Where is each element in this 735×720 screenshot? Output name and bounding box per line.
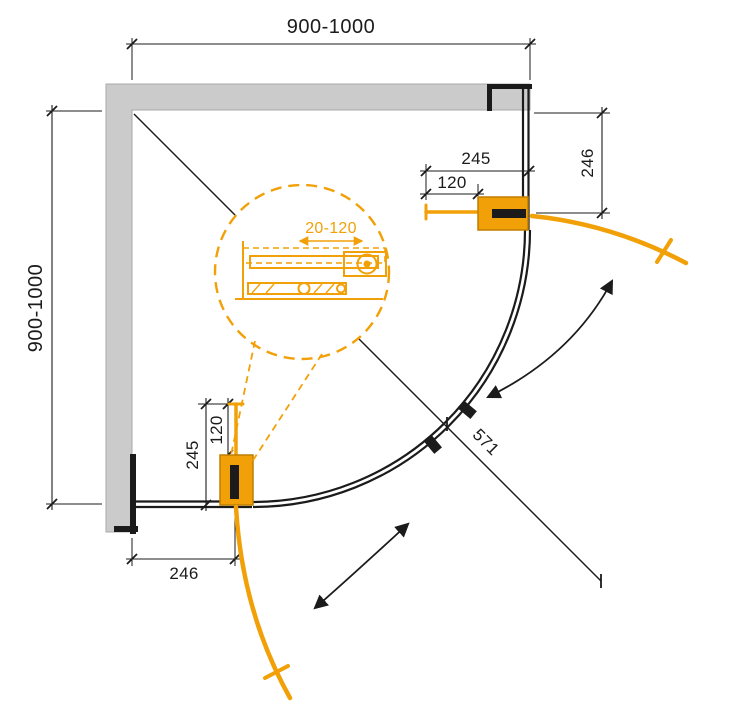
dimension-top-handle-245: 245: [420, 149, 535, 200]
detail-circle: [213, 183, 391, 361]
wall-profile-left-icon: [130, 454, 136, 534]
dimension-left-handle-245: 245: [183, 398, 224, 511]
door-roller-tab: [457, 400, 477, 419]
dim-top-width-label: 900-1000: [287, 16, 376, 38]
dim-top-handle-245-label: 245: [461, 149, 490, 168]
detail-callout: 20-120: [213, 183, 391, 469]
dimension-left-depth: 900-1000: [25, 105, 102, 510]
dim-top-handle-120-label: 120: [437, 173, 466, 192]
wall-profile-top-icon: [487, 84, 532, 89]
door-swing-arc-bottom: [313, 522, 410, 610]
dimension-diagonal-571: 571: [133, 113, 602, 588]
curved-glass: [252, 229, 532, 509]
dimension-left-handle-120: 120: [207, 398, 234, 461]
detail-adjustment-label: 20-120: [305, 220, 357, 237]
door-handle-icon: [263, 664, 290, 680]
door-open-top-right: [529, 213, 689, 266]
door-handle-icon: [655, 238, 673, 264]
dim-bottom-offset-label: 246: [169, 564, 198, 583]
wall-profile-top-icon: [487, 84, 492, 111]
handle-top-right: [424, 196, 529, 231]
detail-mechanism: [235, 236, 387, 300]
dimension-bottom-offset: 246: [126, 514, 241, 583]
door-roller-tab: [423, 434, 442, 454]
dimension-top-handle-120: 120: [420, 173, 484, 200]
glass-clamp-icon: [492, 209, 526, 218]
dimension-top-width: 900-1000: [126, 16, 536, 80]
glass-clamp-icon: [230, 465, 239, 499]
handle-bottom-left: [219, 402, 254, 506]
dim-left-depth-label: 900-1000: [25, 264, 47, 353]
dim-left-handle-245-label: 245: [183, 440, 202, 469]
dim-right-offset-label: 246: [578, 148, 597, 177]
dim-left-handle-120-label: 120: [207, 415, 226, 444]
dimension-right-offset: 246: [534, 107, 610, 219]
door-open-bottom-left: [233, 504, 293, 701]
door-swing-arc-right: [486, 279, 614, 399]
wall-profile-left-icon: [114, 526, 138, 532]
